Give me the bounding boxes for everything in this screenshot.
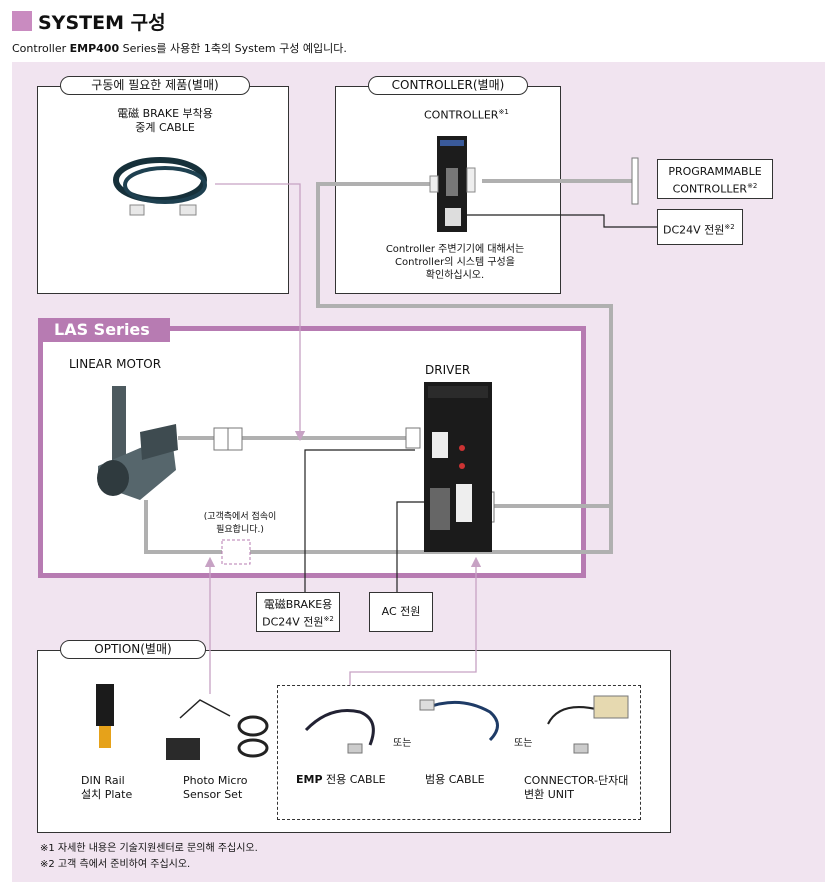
linear-motor-label: LINEAR MOTOR (69, 357, 162, 371)
las-series-frame (38, 326, 586, 578)
plc-line2: CONTROLLER (672, 182, 748, 196)
controller-desc-line1: Controller 주변기기에 대해서는 (385, 244, 525, 255)
brake-power-box: 電磁BRAKE용 DC24V 전원※2 (256, 592, 340, 632)
controller-label-note: ※1 (498, 108, 509, 116)
option-arrows (204, 183, 482, 694)
subtitle-suffix: Series를 사용한 1축의 System 구성 예입니다. (119, 42, 347, 55)
controller-label: CONTROLLER※1 (424, 105, 509, 123)
ac-power-box: AC 전원 (369, 592, 433, 632)
photo-sensor-label: Photo Micro Sensor Set (183, 774, 247, 802)
drive-parts-title: 구동에 필요한 제품(별매) (60, 76, 250, 95)
connector-motor-a (213, 427, 229, 451)
brake-power-line1: 電磁BRAKE용 (263, 598, 333, 611)
photo-sensor-drawing (166, 699, 269, 760)
brake-power-note: ※2 (323, 615, 334, 623)
converter-line2: 변환 UNIT (524, 788, 574, 801)
power-wires (304, 214, 657, 592)
connector-plc (631, 157, 639, 205)
emp-cable-bold: EMP (296, 773, 323, 786)
cable-option-arrow (349, 556, 482, 685)
brake-cable-label-line1: 電磁 BRAKE 부착용 (117, 107, 213, 120)
dc24v-label: DC24V 전원 (663, 223, 725, 237)
driver-label: DRIVER (425, 363, 471, 377)
customer-note-line1: (고객측에서 접속이 (203, 512, 277, 522)
plc-line1: PROGRAMMABLE (668, 165, 762, 178)
connector-sensor-dashed (221, 539, 251, 565)
option-box (37, 650, 671, 833)
connectors (213, 157, 639, 565)
controller-description: Controller 주변기기에 대해서는 Controller의 시스템 구성… (380, 243, 530, 282)
driver-unit-drawing (424, 382, 492, 552)
drive-parts-box (37, 86, 289, 294)
connector-motor-b (227, 427, 243, 451)
controller-box-title: CONTROLLER(별매) (368, 76, 528, 95)
customer-note-line2: 필요합니다.) (216, 525, 264, 535)
controller-driver-cable (316, 182, 613, 508)
converter-line1: CONNECTOR-단자대 (524, 774, 629, 787)
dc24v-wire (466, 214, 657, 228)
subtitle-prefix: Controller (12, 42, 70, 55)
las-series-tab: LAS Series (38, 318, 170, 342)
brake-cable-arrow (215, 183, 306, 442)
emp-cable-drawing (304, 709, 375, 754)
din-rail-plate-drawing (96, 684, 114, 748)
footnote-2: ※2 고객 측에서 준비하여 주십시오. (40, 859, 191, 870)
controller-desc-line3: 확인하십시오. (425, 270, 485, 281)
page-subtitle: Controller EMP400 Series를 사용한 1축의 System… (12, 40, 347, 56)
dc24v-note: ※2 (724, 223, 735, 231)
brake-relay-cable-drawing (113, 157, 207, 216)
or-label-2: 또는 (514, 738, 533, 749)
connector-driver-motor (405, 427, 421, 449)
general-cable-drawing (419, 699, 499, 742)
brake-power-line2: DC24V 전원 (262, 615, 324, 629)
brake-cable-label: 電磁 BRAKE 부착용 중계 CABLE (90, 107, 240, 135)
plc-box: PROGRAMMABLE CONTROLLER※2 (657, 159, 773, 199)
heading-marker (12, 11, 32, 31)
converter-unit-drawing (547, 695, 629, 754)
photo-sensor-line2: Sensor Set (183, 788, 243, 801)
brake-power-wire (304, 449, 415, 592)
plc-note: ※2 (747, 182, 758, 190)
dc24v-box: DC24V 전원※2 (657, 209, 743, 245)
or-label-1: 또는 (393, 738, 412, 749)
sensor-cable (144, 500, 613, 554)
photo-sensor-line1: Photo Micro (183, 774, 248, 787)
controller-unit-drawing (429, 136, 476, 232)
page-title: SYSTEM 구성 (38, 12, 166, 34)
emp-cable-label: EMP 전용 CABLE (296, 773, 386, 787)
din-rail-line1: DIN Rail (81, 774, 125, 787)
footnote-1: ※1 자세한 내용은 기술지원센터로 문의해 주십시오. (40, 843, 258, 854)
emp-cable-rest: 전용 CABLE (322, 773, 386, 786)
converter-unit-label: CONNECTOR-단자대 변환 UNIT (524, 774, 628, 802)
controller-label-text: CONTROLLER (424, 108, 499, 122)
din-rail-line2: 설치 Plate (81, 788, 133, 801)
ac-power-wire (396, 501, 431, 592)
customer-connection-note: (고객측에서 접속이 필요합니다.) (185, 511, 295, 537)
controller-desc-line2: Controller의 시스템 구성을 (395, 257, 515, 268)
brake-cable-label-line2: 중계 CABLE (135, 121, 195, 134)
din-rail-label: DIN Rail 설치 Plate (81, 774, 132, 802)
option-title: OPTION(별매) (60, 640, 206, 659)
subtitle-model: EMP400 (69, 42, 120, 55)
linear-motor-drawing (97, 386, 178, 500)
general-cable-label: 범용 CABLE (425, 773, 485, 786)
gray-cables (144, 179, 632, 554)
cable-options-group (277, 685, 641, 820)
